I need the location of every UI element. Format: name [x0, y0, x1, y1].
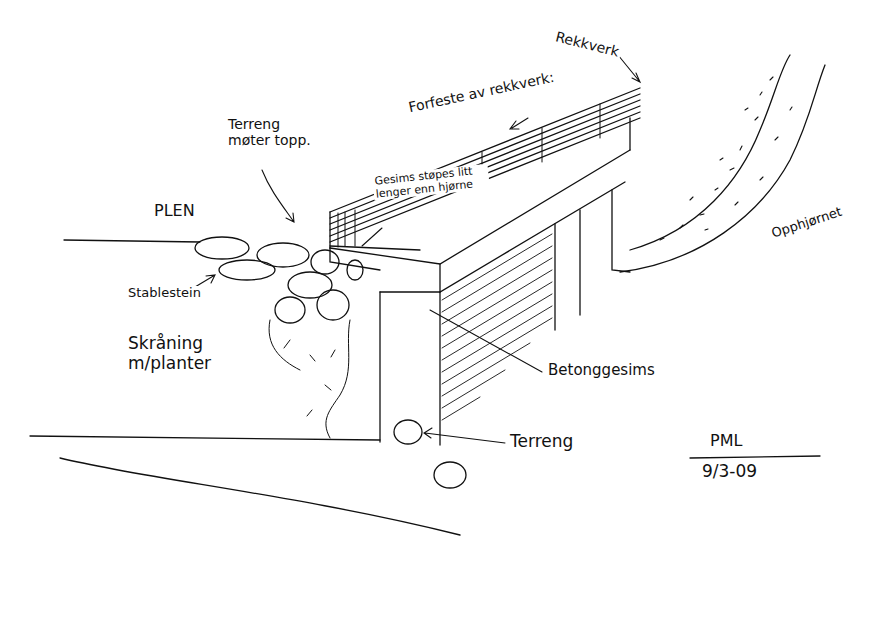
sketch-label: PML [708, 432, 744, 450]
stone [394, 420, 422, 444]
slope-plants [269, 320, 350, 438]
sketch-label: 9/3-09 [700, 462, 759, 482]
sketch-label: Opphjørnet [768, 204, 846, 242]
stone [434, 462, 466, 488]
sketch-label: Rekkverk [552, 28, 623, 60]
sketch-label: Terreng møter topp. [226, 116, 322, 148]
wall-hatching [442, 234, 552, 420]
sketch-label: Terreng [508, 432, 575, 452]
sketch-label: Forfeste av rekkverk: [405, 68, 557, 115]
concrete-cornice [330, 118, 630, 292]
gravel-bank [620, 55, 825, 272]
wall [380, 190, 630, 445]
railing [330, 88, 640, 248]
sketch-label: Betonggesims [546, 362, 657, 379]
leader-lines [190, 55, 640, 443]
terrain-line [30, 436, 460, 535]
sketch-label: Stablestein [126, 286, 203, 301]
signature-rule [690, 456, 820, 458]
stacked-stones [195, 237, 363, 323]
sketch-label: Skråning m/planter [126, 334, 250, 373]
sketch-label: PLEN [152, 202, 197, 220]
